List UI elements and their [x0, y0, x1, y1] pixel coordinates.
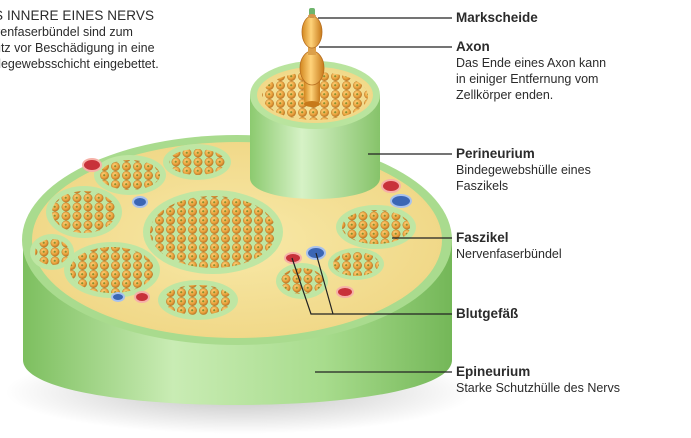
label-perineurium-line: Faszikels	[456, 178, 591, 194]
label-blutgefaess-title: Blutgefäß	[456, 306, 518, 322]
vein	[112, 293, 124, 301]
intro-text-line: degewebsschicht eingebettet.	[0, 56, 250, 72]
label-epineurium-description: Starke Schutzhülle des Nervs	[456, 380, 620, 396]
label-faszikel-line: Nervenfaserbündel	[456, 246, 562, 262]
fascicle	[158, 280, 238, 320]
fascicle	[328, 248, 384, 280]
label-markscheide-title: Markscheide	[456, 10, 538, 26]
label-axon-description: Das Ende eines Axon kann in einiger Entf…	[456, 55, 606, 103]
fascicle	[143, 190, 283, 274]
label-axon-title: Axon	[456, 39, 606, 55]
label-faszikel-description: Nervenfaserbündel	[456, 246, 562, 262]
label-blutgefaess: Blutgefäß	[456, 306, 518, 322]
artery	[135, 292, 149, 302]
intro-title: S INNERE EINES NERVS	[0, 8, 250, 23]
intro-text-line: venfaserbündel sind zum	[0, 24, 250, 40]
label-perineurium-description: Bindegewebshülle eines Faszikels	[456, 162, 591, 194]
label-epineurium-title: Epineurium	[456, 364, 620, 380]
fascicle	[94, 155, 166, 195]
label-perineurium-line: Bindegewebshülle eines	[456, 162, 591, 178]
label-perineurium: Perineurium Bindegewebshülle eines Faszi…	[456, 146, 591, 194]
myelin-sheath	[302, 16, 322, 48]
fascicle	[163, 144, 231, 180]
label-axon-line: Zellkörper enden.	[456, 87, 606, 103]
fascicle	[30, 234, 74, 270]
fascicle	[336, 205, 416, 249]
vein	[133, 197, 147, 207]
label-axon: Axon Das Ende eines Axon kann in einiger…	[456, 39, 606, 103]
intro-text: venfaserbündel sind zum utz vor Beschädi…	[0, 24, 250, 72]
label-axon-line: Das Ende eines Axon kann	[456, 55, 606, 71]
fascicle	[46, 186, 122, 238]
label-perineurium-title: Perineurium	[456, 146, 591, 162]
label-epineurium: Epineurium Starke Schutzhülle des Nervs	[456, 364, 620, 396]
intro-block: S INNERE EINES NERVS venfaserbündel sind…	[0, 8, 250, 72]
label-faszikel: Faszikel Nervenfaserbündel	[456, 230, 562, 262]
artery	[83, 159, 101, 171]
fascicle	[64, 242, 160, 298]
label-epineurium-line: Starke Schutzhülle des Nervs	[456, 380, 620, 396]
label-markscheide: Markscheide	[456, 10, 538, 26]
artery	[382, 180, 400, 192]
vein	[391, 195, 411, 207]
label-faszikel-title: Faszikel	[456, 230, 562, 246]
myelin-sheath	[300, 51, 324, 85]
intro-text-line: utz vor Beschädigung in eine	[0, 40, 250, 56]
artery	[337, 287, 353, 297]
label-axon-line: in einiger Entfernung vom	[456, 71, 606, 87]
